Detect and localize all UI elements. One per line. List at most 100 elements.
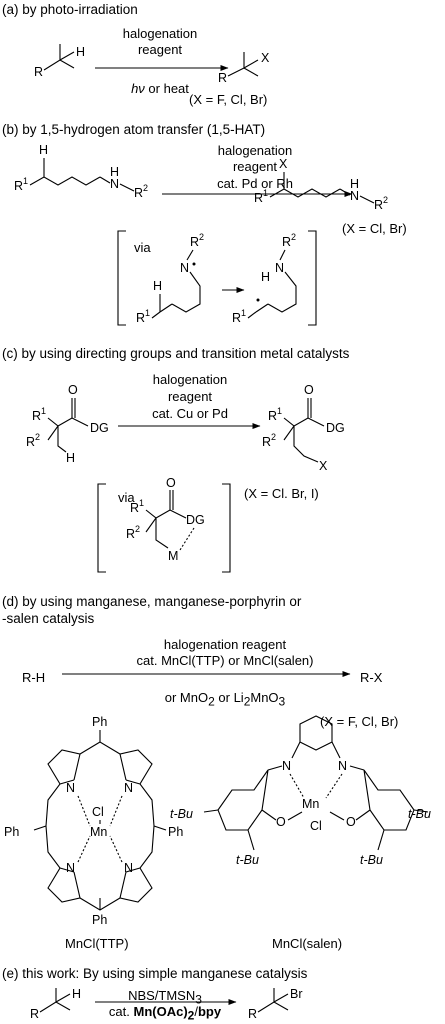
atom-n: N (124, 861, 133, 875)
atom-h: H (261, 270, 270, 284)
porphyrin-label: MnCl(TTP) (65, 936, 129, 951)
section-c-via: via (118, 490, 135, 505)
atom-r1: R (14, 179, 23, 193)
atom-x: X (279, 157, 288, 171)
atom-tbu: t-Bu (236, 853, 259, 867)
section-a-conditions: hν or heat (90, 81, 230, 96)
section-c-bracket-left (97, 483, 106, 573)
atom-n: N (350, 189, 359, 203)
section-d-substrate: R-H (22, 670, 46, 685)
svg-text:1: 1 (41, 406, 46, 416)
atom-h: H (39, 143, 48, 157)
section-a-reagent-line1: halogenation (122, 26, 198, 41)
section-b-title: (b) by 1,5-hydrogen atom transfer (1,5-H… (2, 122, 266, 137)
atom-o: O (346, 815, 356, 829)
section-e-reagent-line1: NBS/TMSN3 (128, 988, 202, 1007)
atom-h: H (153, 279, 162, 293)
atom-dg: DG (186, 513, 205, 527)
atom-r1: R (232, 311, 241, 325)
atom-tbu: t-Bu (170, 807, 193, 821)
section-d-reagent-line2: cat. MnCl(TTP) or MnCl(salen) (136, 653, 314, 668)
svg-text:1: 1 (145, 308, 150, 318)
section-d-reagent-line1: halogenation reagent (163, 637, 287, 652)
atom-r1: R (130, 501, 139, 515)
atom-x: X (261, 51, 270, 65)
section-b-intermediate-1: R 2 N H R 1 (136, 232, 204, 325)
atom-n: N (66, 781, 75, 795)
section-d-product: R-X (360, 670, 383, 685)
section-b-intermediate-2: R 2 N H R 1 (232, 232, 297, 325)
atom-h: H (72, 987, 81, 1001)
atom-n: N (110, 177, 119, 191)
section-c-reagent-line2: reagent (167, 389, 213, 404)
atom-n: N (338, 759, 347, 773)
section-e-product: R Br (248, 987, 303, 1021)
atom-r1: R (32, 409, 41, 423)
section-a-substrate: R H (34, 44, 85, 79)
atom-n: N (275, 261, 284, 275)
section-e-title: (e) this work: By using simple manganese… (2, 966, 308, 981)
section-b-substrate: R 1 H N H R 2 (14, 143, 148, 200)
atom-r2: R (262, 435, 271, 449)
section-a-title: (a) by photo-irradiation (2, 2, 138, 17)
atom-o: O (276, 815, 286, 829)
section-b-reagent-line1: halogenation (217, 143, 293, 158)
mncl-salen-structure: N N O t-Bu t-Bu O t-Bu t-Bu Mn Cl (170, 715, 431, 867)
section-c-bracket-right (222, 483, 231, 573)
atom-r2: R (190, 235, 199, 249)
atom-o: O (304, 383, 314, 397)
section-c-title: (c) by using directing groups and transi… (2, 346, 350, 361)
atom-mn: Mn (302, 797, 319, 811)
atom-r1: R (268, 409, 277, 423)
atom-ph: Ph (92, 913, 107, 927)
section-e-substrate: R H (30, 987, 81, 1021)
atom-ph: Ph (4, 825, 19, 839)
section-d-note: (X = F, Cl, Br) (320, 714, 399, 729)
atom-r2: R (134, 186, 143, 200)
atom-mn: Mn (90, 825, 107, 839)
atom-r1: R (136, 311, 145, 325)
atom-r2: R (374, 198, 383, 212)
section-a-hv: hν (131, 81, 145, 96)
section-c-product: R 1 R 2 O DG X (262, 383, 345, 473)
section-a-note: (X = F, Cl, Br) (189, 92, 268, 107)
section-d-reagent-line3: or MnO2 or Li2MnO3 (164, 690, 286, 709)
svg-text:2: 2 (291, 232, 296, 242)
atom-x: X (319, 459, 328, 473)
svg-text:2: 2 (35, 432, 40, 442)
section-e-reagent-line2: cat. Mn(OAc)2/bpy (108, 1004, 222, 1023)
section-b-bracket-left (117, 230, 126, 326)
section-d-title-line1: (d) by using manganese, manganese-porphy… (2, 594, 302, 609)
svg-text:1: 1 (263, 188, 268, 198)
atom-ph: Ph (168, 825, 183, 839)
atom-r2: R (26, 435, 35, 449)
atom-h: H (110, 165, 119, 179)
section-a-reagent-line2: reagent (137, 42, 183, 57)
atom-h: H (350, 177, 359, 191)
atom-r: R (248, 1007, 257, 1021)
svg-text:1: 1 (139, 498, 144, 508)
section-b-reagent-line2: reagent (232, 159, 278, 174)
atom-h: H (66, 451, 75, 465)
atom-r: R (218, 71, 227, 85)
section-b-bracket-right (308, 230, 317, 326)
section-c-substrate: R 1 R 2 O DG H (26, 383, 109, 465)
atom-n: N (124, 781, 133, 795)
atom-tbu: t-Bu (408, 807, 431, 821)
atom-br: Br (290, 987, 303, 1001)
section-a-heat: or heat (144, 81, 189, 96)
atom-dg: DG (90, 421, 109, 435)
atom-h: H (76, 45, 85, 59)
section-b-note: (X = Cl, Br) (342, 221, 407, 236)
svg-text:2: 2 (135, 524, 140, 534)
section-a-product: R X (218, 51, 270, 85)
atom-n: N (66, 861, 75, 875)
svg-text:1: 1 (241, 308, 246, 318)
section-c-note: (X = Cl. Br, I) (244, 486, 319, 501)
atom-o: O (68, 383, 78, 397)
atom-cl: Cl (92, 805, 104, 819)
atom-tbu: t-Bu (360, 853, 383, 867)
section-d-title-line2: -salen catalysis (2, 611, 95, 626)
svg-text:1: 1 (277, 406, 282, 416)
